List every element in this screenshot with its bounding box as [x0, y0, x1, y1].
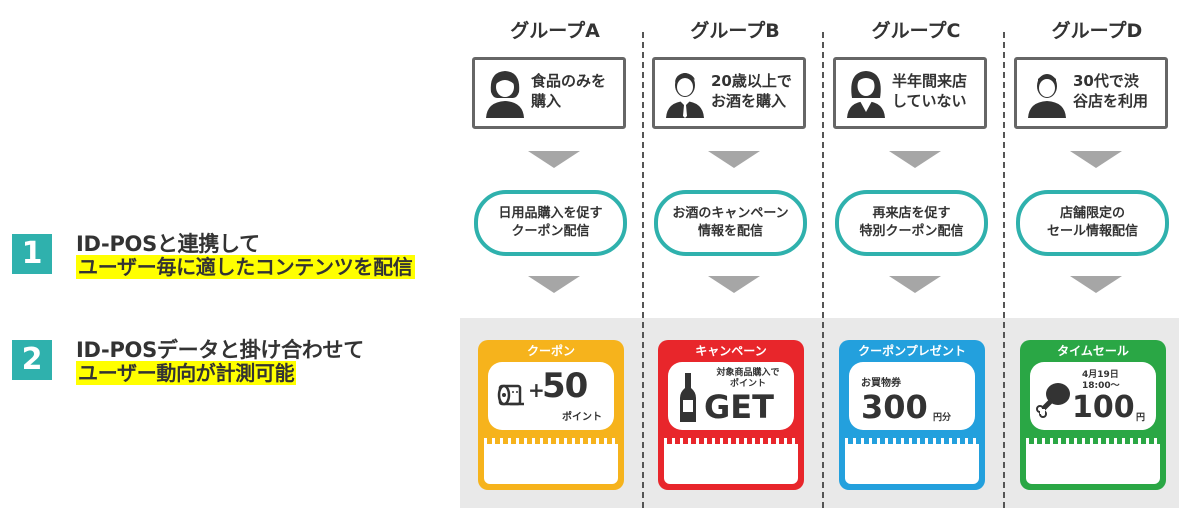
- group-name: グループC: [871, 20, 961, 42]
- coupon-stub: [664, 444, 798, 484]
- chicken-leg-icon: [1036, 383, 1070, 418]
- group-name: グループA: [510, 20, 600, 42]
- down-arrow-icon: [528, 151, 580, 168]
- profile-text: 30代で渋 谷店を利用: [1073, 72, 1149, 110]
- woman-icon: [486, 71, 524, 118]
- offer-text: 店舗限定の セール情報配信: [1046, 206, 1138, 239]
- coupon-unit: ポイント: [562, 412, 602, 423]
- coupon-perforation: [1026, 438, 1160, 444]
- feature-number: 1: [12, 234, 52, 274]
- down-arrow-icon: [889, 276, 941, 293]
- coupon-plus: +: [528, 378, 545, 402]
- feature-2: 2 ID-POSデータと掛け合わせて ユーザー動向が計測可能: [6, 334, 476, 394]
- coupon-amount: 100: [1072, 390, 1135, 425]
- coupon-body: 対象商品購入で ポイント GET: [668, 362, 794, 430]
- offer-pill: 日用品購入を促す クーポン配信: [474, 190, 627, 256]
- offer-pill: 再来店を促す 特別クーポン配信: [835, 190, 988, 256]
- coupon-perforation: [845, 438, 979, 444]
- coupon-title: タイムセール: [1057, 344, 1129, 358]
- group-divider: [642, 32, 644, 508]
- feature-line1: ID-POSデータと掛け合わせて: [76, 338, 364, 362]
- group-divider: [1003, 32, 1005, 508]
- businessman-icon: [666, 73, 704, 118]
- coupon-stub: [1026, 444, 1160, 484]
- coupon-note: 4月19日 18:00～: [1082, 370, 1120, 391]
- coupon-card: タイムセール 4月19日 18:00～ 100 円: [1020, 340, 1166, 490]
- group-name: グループD: [1051, 20, 1143, 42]
- coupon-unit: 円: [1136, 413, 1146, 423]
- profile-text: 食品のみを 購入: [531, 72, 607, 110]
- coupon-title: クーポン: [526, 344, 575, 358]
- profile-card: 20歳以上で お酒を購入: [652, 57, 806, 129]
- offer-text: お酒のキャンペーン 情報を配信: [672, 206, 789, 239]
- down-arrow-icon: [528, 276, 580, 293]
- coupon-note: お買物券: [861, 378, 901, 389]
- coupon-title: キャンペーン: [695, 344, 767, 358]
- man-icon: [1028, 74, 1066, 118]
- coupon-body: 4月19日 18:00～ 100 円: [1030, 362, 1156, 430]
- profile-text: 半年間来店 していない: [892, 72, 968, 110]
- coupon-card: クーポン + 50 ポイント: [478, 340, 624, 490]
- coupon-title: クーポンプレゼント: [858, 344, 966, 358]
- group-divider: [822, 32, 824, 508]
- group-column-b: グループB 20歳以上で お酒を購入 お酒のキャンペーン 情報を配信 キャンペー…: [646, 0, 824, 508]
- coupon-body: + 50 ポイント: [488, 362, 614, 430]
- profile-text: 20歳以上で お酒を購入: [711, 72, 792, 110]
- coupon-amount: 50: [542, 366, 588, 406]
- profile-card: 食品のみを 購入: [472, 57, 626, 129]
- down-arrow-icon: [889, 151, 941, 168]
- down-arrow-icon: [1070, 151, 1122, 168]
- feature-line2-highlight: ユーザー動向が計測可能: [76, 361, 297, 386]
- coupon-card: キャンペーン 対象商品購入で ポイント GET: [658, 340, 804, 490]
- coupon-unit: 円分: [933, 413, 952, 423]
- profile-card: 30代で渋 谷店を利用: [1014, 57, 1168, 129]
- coupon-stub: [845, 444, 979, 484]
- feature-1: 1 ID-POSと連携して ユーザー毎に適したコンテンツを配信: [6, 228, 476, 288]
- bottle-icon: [680, 373, 696, 422]
- down-arrow-icon: [708, 276, 760, 293]
- down-arrow-icon: [1070, 276, 1122, 293]
- coupon-stub: [484, 444, 618, 484]
- feature-line2-text: ユーザー動向が計測可能: [76, 361, 297, 385]
- coupon-card: クーポンプレゼント お買物券 300 円分: [839, 340, 985, 490]
- woman-suit-icon: [847, 71, 885, 118]
- offer-text: 日用品購入を促す クーポン配信: [498, 206, 603, 239]
- coupon-amount: GET: [704, 388, 774, 426]
- feature-line2-highlight: ユーザー毎に適したコンテンツを配信: [76, 255, 415, 280]
- down-arrow-icon: [708, 151, 760, 168]
- group-column-c: グループC 半年間来店 していない 再来店を促す 特別クーポン配信 クーポンプレ…: [827, 0, 1005, 508]
- offer-pill: お酒のキャンペーン 情報を配信: [654, 190, 807, 256]
- group-column-d: グループD 30代で渋 谷店を利用 店舗限定の セール情報配信 タイムセール 4…: [1008, 0, 1179, 508]
- coupon-perforation: [664, 438, 798, 444]
- coupon-note: 対象商品購入で ポイント: [716, 368, 780, 389]
- coupon-perforation: [484, 438, 618, 444]
- feature-line2-text: ユーザー毎に適したコンテンツを配信: [76, 255, 415, 279]
- feature-number: 2: [12, 340, 52, 380]
- toilet-paper-icon: [497, 384, 524, 406]
- coupon-amount: 300: [861, 388, 928, 426]
- offer-text: 再来店を促す 特別クーポン配信: [859, 206, 964, 239]
- feature-line1: ID-POSと連携して: [76, 232, 260, 256]
- group-column-a: グループA 食品のみを 購入 日用品購入を促す クーポン配信 クーポン + 50…: [466, 0, 644, 508]
- group-name: グループB: [690, 20, 780, 42]
- offer-pill: 店舗限定の セール情報配信: [1016, 190, 1169, 256]
- profile-card: 半年間来店 していない: [833, 57, 987, 129]
- coupon-body: お買物券 300 円分: [849, 362, 975, 430]
